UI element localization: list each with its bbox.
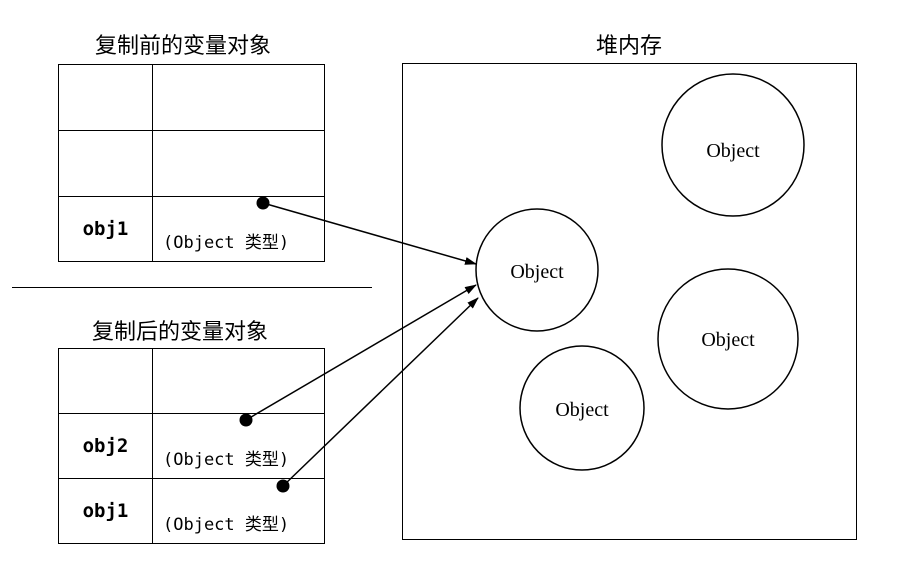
heap-box	[402, 63, 857, 540]
heap-object-target: Object	[475, 208, 599, 332]
svg-text:Object: Object	[555, 399, 609, 421]
svg-text:Object: Object	[706, 140, 760, 162]
var-name	[58, 348, 153, 414]
type-label: (Object 类型)	[163, 233, 290, 253]
pointer-after-obj2	[239, 284, 477, 427]
svg-text:Object: Object	[701, 329, 755, 351]
type-label: (Object 类型)	[163, 515, 290, 535]
var-value	[152, 130, 325, 197]
pointer-after-obj1	[276, 297, 479, 493]
heap-object: Object	[657, 268, 799, 410]
var-name-obj1: obj1	[58, 478, 153, 544]
var-name-obj1: obj1	[58, 196, 153, 262]
table-row	[58, 64, 325, 131]
var-name	[58, 64, 153, 131]
var-value-obj1: (Object 类型)	[152, 196, 325, 262]
type-label: (Object 类型)	[163, 450, 290, 470]
pointer-before-obj1	[256, 196, 477, 265]
heap-object: Object	[661, 73, 805, 217]
var-value-obj2: (Object 类型)	[152, 413, 325, 479]
table-row: obj1 (Object 类型)	[58, 478, 325, 544]
divider-line	[12, 287, 372, 288]
table-row: obj2 (Object 类型)	[58, 413, 325, 479]
before-title: 复制前的变量对象	[95, 34, 272, 59]
var-value	[152, 64, 325, 131]
var-value-obj1: (Object 类型)	[152, 478, 325, 544]
table-row: obj1 (Object 类型)	[58, 196, 325, 262]
before-variable-table: obj1 (Object 类型)	[58, 64, 325, 262]
heap-title: 堆内存	[596, 34, 663, 59]
heap-object: Object	[519, 345, 645, 471]
after-title: 复制后的变量对象	[92, 320, 269, 345]
after-variable-table: obj2 (Object 类型) obj1 (Object 类型)	[58, 348, 325, 544]
svg-text:Object: Object	[510, 261, 564, 283]
